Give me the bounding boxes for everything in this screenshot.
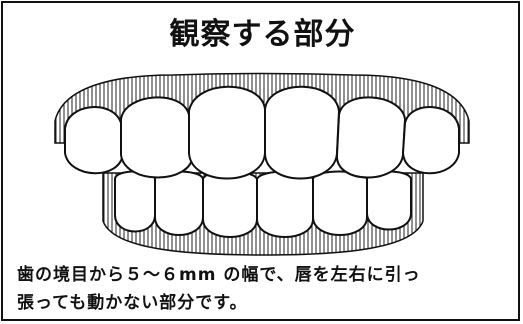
diagram-title: 観察する部分 bbox=[169, 17, 356, 52]
teeth-illustration bbox=[54, 72, 470, 256]
lower-tooth bbox=[366, 170, 412, 231]
lower-tooth bbox=[202, 170, 258, 238]
upper-tooth bbox=[64, 106, 125, 175]
upper-tooth bbox=[188, 85, 266, 180]
lower-tooth bbox=[154, 170, 204, 236]
caption: 歯の境目から５～６mm の幅で、唇を左右に引っ 張っても動かない部分です。 bbox=[17, 261, 512, 317]
upper-tooth bbox=[401, 106, 460, 175]
caption-line-2: 張っても動かない部分です。 bbox=[17, 293, 248, 313]
lower-tooth bbox=[312, 170, 368, 236]
upper-tooth bbox=[120, 96, 195, 179]
caption-line-1: 歯の境目から５～６mm の幅で、唇を左右に引っ bbox=[17, 265, 421, 285]
lower-tooth bbox=[114, 170, 156, 233]
lower-tooth bbox=[256, 170, 314, 238]
upper-tooth bbox=[264, 85, 341, 180]
upper-tooth bbox=[335, 96, 407, 179]
